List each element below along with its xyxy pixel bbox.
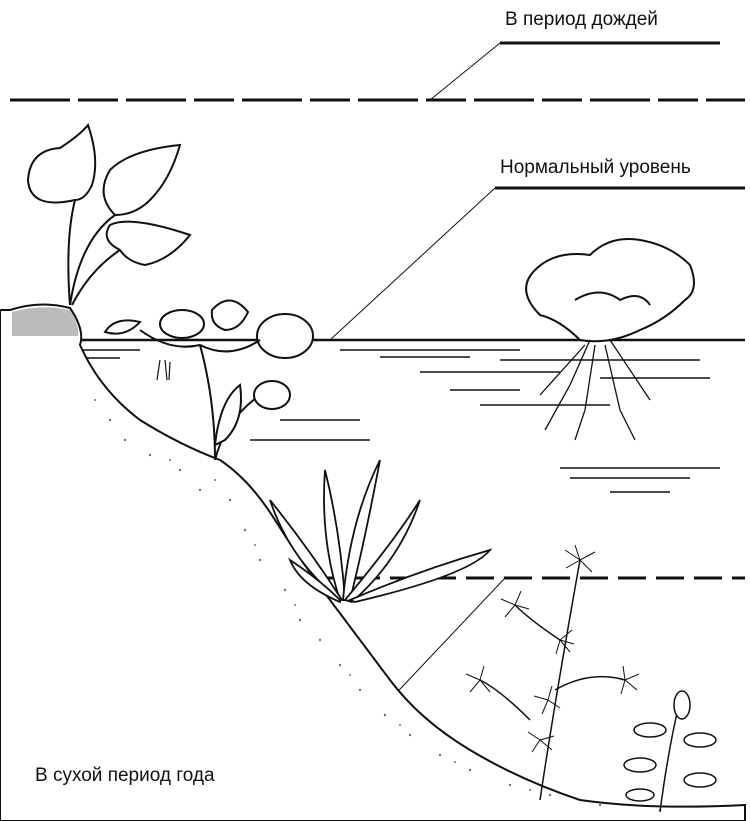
label-rainy-season: В период дождей: [505, 10, 658, 29]
pond-bank: [0, 304, 745, 821]
label-dry-season: В сухой период года: [35, 766, 215, 785]
water-level-rainy-line: [10, 43, 745, 100]
small-submerged-plant-icon: [624, 691, 716, 812]
bank-plant-icon: [28, 125, 190, 305]
label-normal-level: Нормальный уровень: [500, 158, 691, 177]
